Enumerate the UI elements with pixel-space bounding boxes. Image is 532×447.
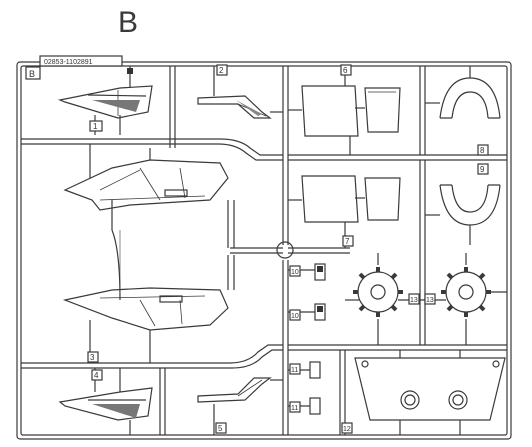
part-5 <box>197 377 283 435</box>
part-label-11b: 11 <box>291 405 298 412</box>
part-label-13b: 13 <box>426 297 434 304</box>
sprue-code-tab: 02853-1102891 <box>39 55 123 67</box>
part-1-fin <box>57 66 153 135</box>
part-2 <box>197 64 283 119</box>
sprue-tag-letter: B <box>29 69 35 79</box>
part-label-11a: 11 <box>291 367 298 374</box>
part-11-pieces <box>288 361 321 415</box>
part-label-12: 12 <box>343 426 351 433</box>
sprue-code-text: 02853-1102891 <box>44 59 93 66</box>
part-label-10a: 10 <box>291 269 299 276</box>
wing-lower <box>62 200 235 363</box>
part-label-1: 1 <box>93 122 98 131</box>
part-label-10b: 10 <box>291 313 299 320</box>
part-label-9: 9 <box>480 165 485 174</box>
part-label-7: 7 <box>345 237 350 246</box>
part-label-8: 8 <box>480 146 485 155</box>
sprue-inner-frame <box>20 65 508 436</box>
part-8 <box>425 66 501 156</box>
part-label-3: 3 <box>90 353 95 362</box>
part-9 <box>425 163 501 245</box>
wing-upper <box>63 144 229 301</box>
part-6 <box>288 64 401 155</box>
part-label-5: 5 <box>218 424 223 433</box>
sprue-letter-heading: B <box>118 6 139 39</box>
part-4-fin <box>58 368 153 435</box>
sprue-tag: B <box>25 66 41 80</box>
gear-connectors <box>398 293 446 305</box>
sprue-outer-frame <box>16 61 512 440</box>
part-label-6: 6 <box>343 66 348 75</box>
part-label-4: 4 <box>94 371 99 380</box>
part-7 <box>288 175 401 248</box>
gear-left <box>345 253 403 345</box>
gear-right <box>441 253 507 345</box>
sprue-runners <box>21 66 507 435</box>
part-10-pieces <box>288 263 326 321</box>
part-label-2: 2 <box>219 66 224 75</box>
part-12-plate <box>341 350 506 435</box>
part-label-13a: 13 <box>410 297 418 304</box>
